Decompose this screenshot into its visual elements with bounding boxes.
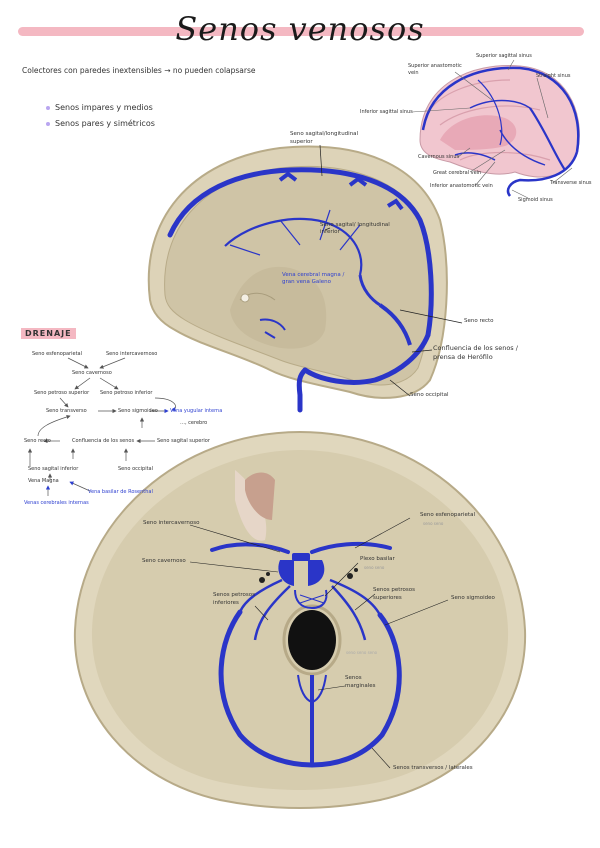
bullet-icon — [46, 105, 50, 110]
label-seno-esfenoparietal: Seno esfenoparietal — [420, 512, 475, 518]
flow-node: Vena Magna — [28, 478, 59, 484]
label-seno-sagital-inferior: Seno sagital/ longitudinal inferior — [320, 222, 390, 235]
drenaje-flowchart-arrows — [27, 357, 176, 496]
inset-label-sigmoid: Sigmoid sinus — [518, 197, 553, 203]
bullet-text: Senos pares y simétricos — [55, 119, 155, 128]
inset-label-great-cerebral: Great cerebral vein — [433, 170, 482, 176]
flow-node: Seno cavernoso — [72, 370, 112, 376]
flow-node: Seno recto — [24, 438, 51, 444]
label-confluencia: Confluencia de los senos / prensa de Her… — [433, 344, 518, 361]
inset-brain-diagram — [405, 52, 595, 212]
label-seno-intercavernoso: Seno intercavernoso — [143, 520, 200, 526]
flow-node: Confluencia de los senos — [72, 438, 135, 444]
inset-label-superior-anastomotic: Superior anastomotic vein — [408, 63, 462, 76]
label-senos-petrosos-inferiores: Senos petrosos inferiores — [213, 592, 255, 606]
flow-node: Seno petroso inferior — [100, 390, 153, 396]
flow-node: Seno sagital superior — [157, 438, 210, 444]
flow-node: Seno transverso — [46, 408, 87, 414]
title-highlight — [18, 27, 584, 36]
flow-node: Seno esfenoparietal — [32, 351, 82, 357]
flow-node: Seno intercavernoso — [106, 351, 158, 357]
intro-text: Colectores con paredes inextensibles → n… — [22, 66, 256, 75]
flow-node: …, cerebro — [180, 420, 208, 426]
flow-node: Seno petroso superior — [34, 390, 90, 396]
inset-label-superior-sagittal: Superior sagittal sinus — [476, 53, 532, 59]
bullet-item: Senos pares y simétricos — [46, 119, 155, 128]
bullet-text: Senos impares y medios — [55, 103, 153, 112]
label-seno-cavernoso: Seno cavernoso — [142, 558, 186, 564]
inset-label-inferior-anastomotic: Inferior anastomotic vein — [430, 183, 493, 189]
label-senos-transversos: Senos transversos / laterales — [393, 765, 473, 771]
flow-node: Seno sagital inferior — [28, 466, 79, 472]
flow-node: Vena yugular interna — [170, 408, 223, 414]
label-plexo-sub: seno seno — [364, 565, 385, 570]
label-seno-sigmoideo: Seno sigmoideo — [451, 595, 495, 601]
inset-label-straight: Straight sinus — [536, 73, 571, 79]
drenaje-heading: DRENAJE — [21, 328, 76, 339]
bullet-icon — [46, 121, 50, 126]
inset-label-cavernous: Cavernous sinus — [418, 154, 460, 160]
label-faint-notes: seno seno seno — [346, 650, 378, 655]
label-seno-sagital-superior: Seno sagital/longitudinal superior — [290, 131, 359, 145]
flow-node: Vena basilar de Rosenthal — [88, 489, 153, 495]
inset-label-transverse: Transverse sinus — [550, 180, 592, 186]
label-senos-petrosos-superiores: Senos petrosos superiores — [373, 587, 415, 601]
label-esfeno-sub: seno seno — [423, 521, 444, 526]
flow-node: Seno occipital — [118, 466, 153, 472]
flow-node: Seno sigmoideo — [118, 408, 158, 414]
label-seno-recto: Seno recto — [464, 318, 494, 324]
flow-node: Venas cerebrales internas — [24, 500, 89, 506]
label-seno-occipital: Seno occipital — [410, 392, 449, 398]
label-plexo-basilar: Plexo basilar — [360, 556, 395, 562]
page-title: Senos venosos — [175, 10, 425, 48]
inset-label-inferior-sagittal: Inferior sagittal sinus — [360, 109, 413, 115]
label-vena-galeno: Vena cerebral magna / gran vena Galeno — [282, 272, 345, 285]
label-senos-marginales: Senos marginales — [345, 675, 376, 689]
sagittal-skull-illustration — [147, 144, 463, 413]
skull-base-illustration — [73, 430, 527, 810]
bullet-item: Senos impares y medios — [46, 103, 153, 112]
